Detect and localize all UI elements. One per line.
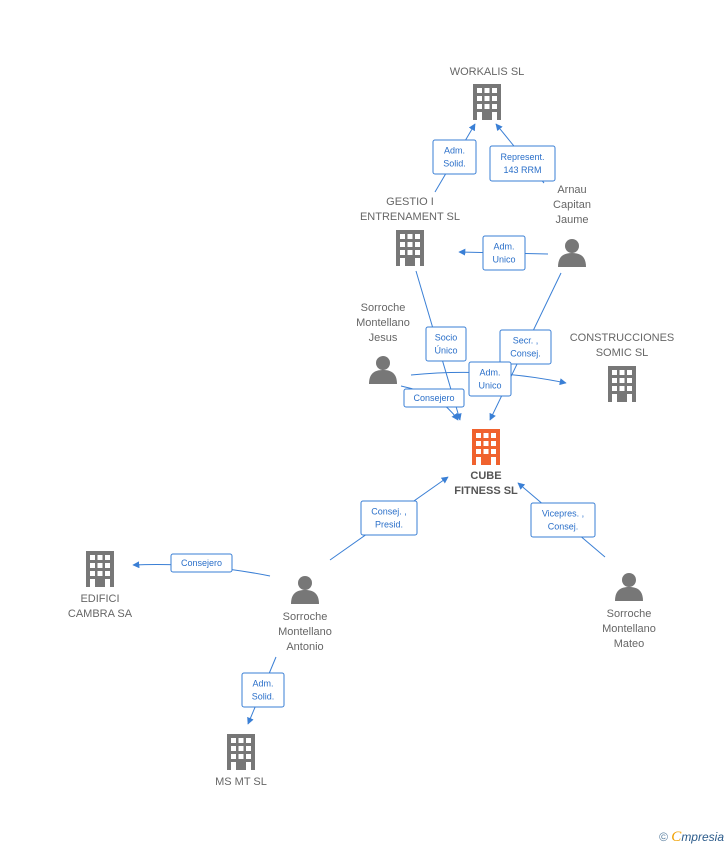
- building-icon: [86, 551, 114, 587]
- brand-initial: C: [671, 829, 682, 845]
- node-label: FITNESS SL: [454, 485, 518, 497]
- node-label: Sorroche: [361, 302, 406, 314]
- node-label: Sorroche: [283, 611, 328, 623]
- role-box: [403, 388, 465, 408]
- role-label: Consej. ,: [371, 507, 407, 517]
- role-label: Consejero: [413, 393, 454, 403]
- edge-arnau-cube: Secr. , Consej.: [489, 272, 562, 421]
- node-label: CUBE: [470, 470, 501, 482]
- role-box: [170, 553, 233, 573]
- role-box: [489, 145, 556, 182]
- node-cube[interactable]: CUBE FITNESS SL: [454, 429, 518, 497]
- role-box: [468, 361, 512, 397]
- node-workalis[interactable]: WORKALIS SL: [450, 66, 525, 120]
- role-box: [241, 672, 285, 708]
- edge-arnau-gestio: Adm. Unico: [458, 235, 549, 271]
- node-label: GESTIO I: [386, 196, 434, 208]
- role-label: Adm.: [252, 679, 273, 689]
- role-label: Adm.: [493, 242, 514, 252]
- role-label: Consejero: [181, 558, 222, 568]
- role-label: 143 RRM: [503, 165, 541, 175]
- edge-jesus-cube: Consejero: [400, 385, 465, 421]
- role-label: Represent.: [500, 152, 544, 162]
- node-label: CONSTRUCCIONES: [570, 332, 675, 344]
- node-gestio[interactable]: GESTIO I ENTRENAMENT SL: [360, 196, 460, 266]
- role-label: Adm.: [479, 368, 500, 378]
- person-icon: [291, 576, 319, 604]
- role-box: [360, 500, 418, 536]
- role-label: Adm.: [444, 146, 465, 156]
- node-label: MS MT SL: [215, 776, 267, 788]
- edge-arnau-workalis: Represent. 143 RRM: [489, 123, 556, 184]
- role-label: Secr. ,: [513, 336, 539, 346]
- role-label: Unico: [492, 255, 515, 265]
- role-box: [530, 502, 596, 538]
- node-label: SOMIC SL: [596, 347, 649, 359]
- node-label: Capitan: [553, 199, 591, 211]
- node-label: ENTRENAMENT SL: [360, 211, 460, 223]
- person-icon: [558, 239, 586, 267]
- edge-antonio-edifici: Consejero: [132, 553, 271, 577]
- empresia-watermark: © Cmpresia: [659, 829, 724, 846]
- edge-jesus-construcciones: Adm. Unico: [410, 361, 567, 397]
- role-label: Único: [434, 346, 457, 356]
- building-icon: [473, 84, 501, 120]
- node-label: Montellano: [602, 623, 656, 635]
- role-label: Solid.: [252, 692, 275, 702]
- node-construcciones[interactable]: CONSTRUCCIONES SOMIC SL: [570, 332, 675, 402]
- role-label: Presid.: [375, 520, 403, 530]
- node-label: Montellano: [278, 626, 332, 638]
- role-label: Consej.: [548, 522, 579, 532]
- building-icon: [227, 734, 255, 770]
- building-icon: [608, 366, 636, 402]
- role-box: [425, 326, 467, 362]
- node-label: Mateo: [614, 638, 645, 650]
- role-label: Consej.: [510, 349, 541, 359]
- copyright-icon: ©: [659, 830, 668, 844]
- role-box: [432, 139, 477, 175]
- node-edifici[interactable]: EDIFICI CAMBRA SA: [68, 551, 133, 620]
- person-icon: [615, 573, 643, 601]
- role-box: [499, 329, 552, 365]
- edge-gestio-workalis: Adm. Solid.: [432, 123, 477, 193]
- node-label: Arnau: [557, 184, 586, 196]
- edge-antonio-cube: Consej. , Presid.: [329, 476, 449, 561]
- person-icon: [369, 356, 397, 384]
- role-box: [482, 235, 526, 271]
- building-icon: [396, 230, 424, 266]
- node-label: CAMBRA SA: [68, 608, 133, 620]
- node-label: Sorroche: [607, 608, 652, 620]
- edge-mateo-cube: Vicepres. , Consej.: [517, 482, 606, 558]
- node-label: Jaume: [555, 214, 588, 226]
- node-label: EDIFICI: [80, 593, 119, 605]
- node-label: Montellano: [356, 317, 410, 329]
- role-label: Unico: [478, 381, 501, 391]
- brand-name: mpresia: [681, 830, 724, 844]
- role-label: Solid.: [443, 159, 466, 169]
- node-msmt[interactable]: MS MT SL: [215, 734, 267, 788]
- node-label: Antonio: [286, 641, 323, 653]
- role-label: Socio: [435, 333, 458, 343]
- building-icon: [472, 429, 500, 465]
- node-label: WORKALIS SL: [450, 66, 525, 78]
- node-label: Jesus: [369, 332, 398, 344]
- role-label: Vicepres. ,: [542, 509, 584, 519]
- edge-antonio-msmt: Adm. Solid.: [241, 656, 285, 725]
